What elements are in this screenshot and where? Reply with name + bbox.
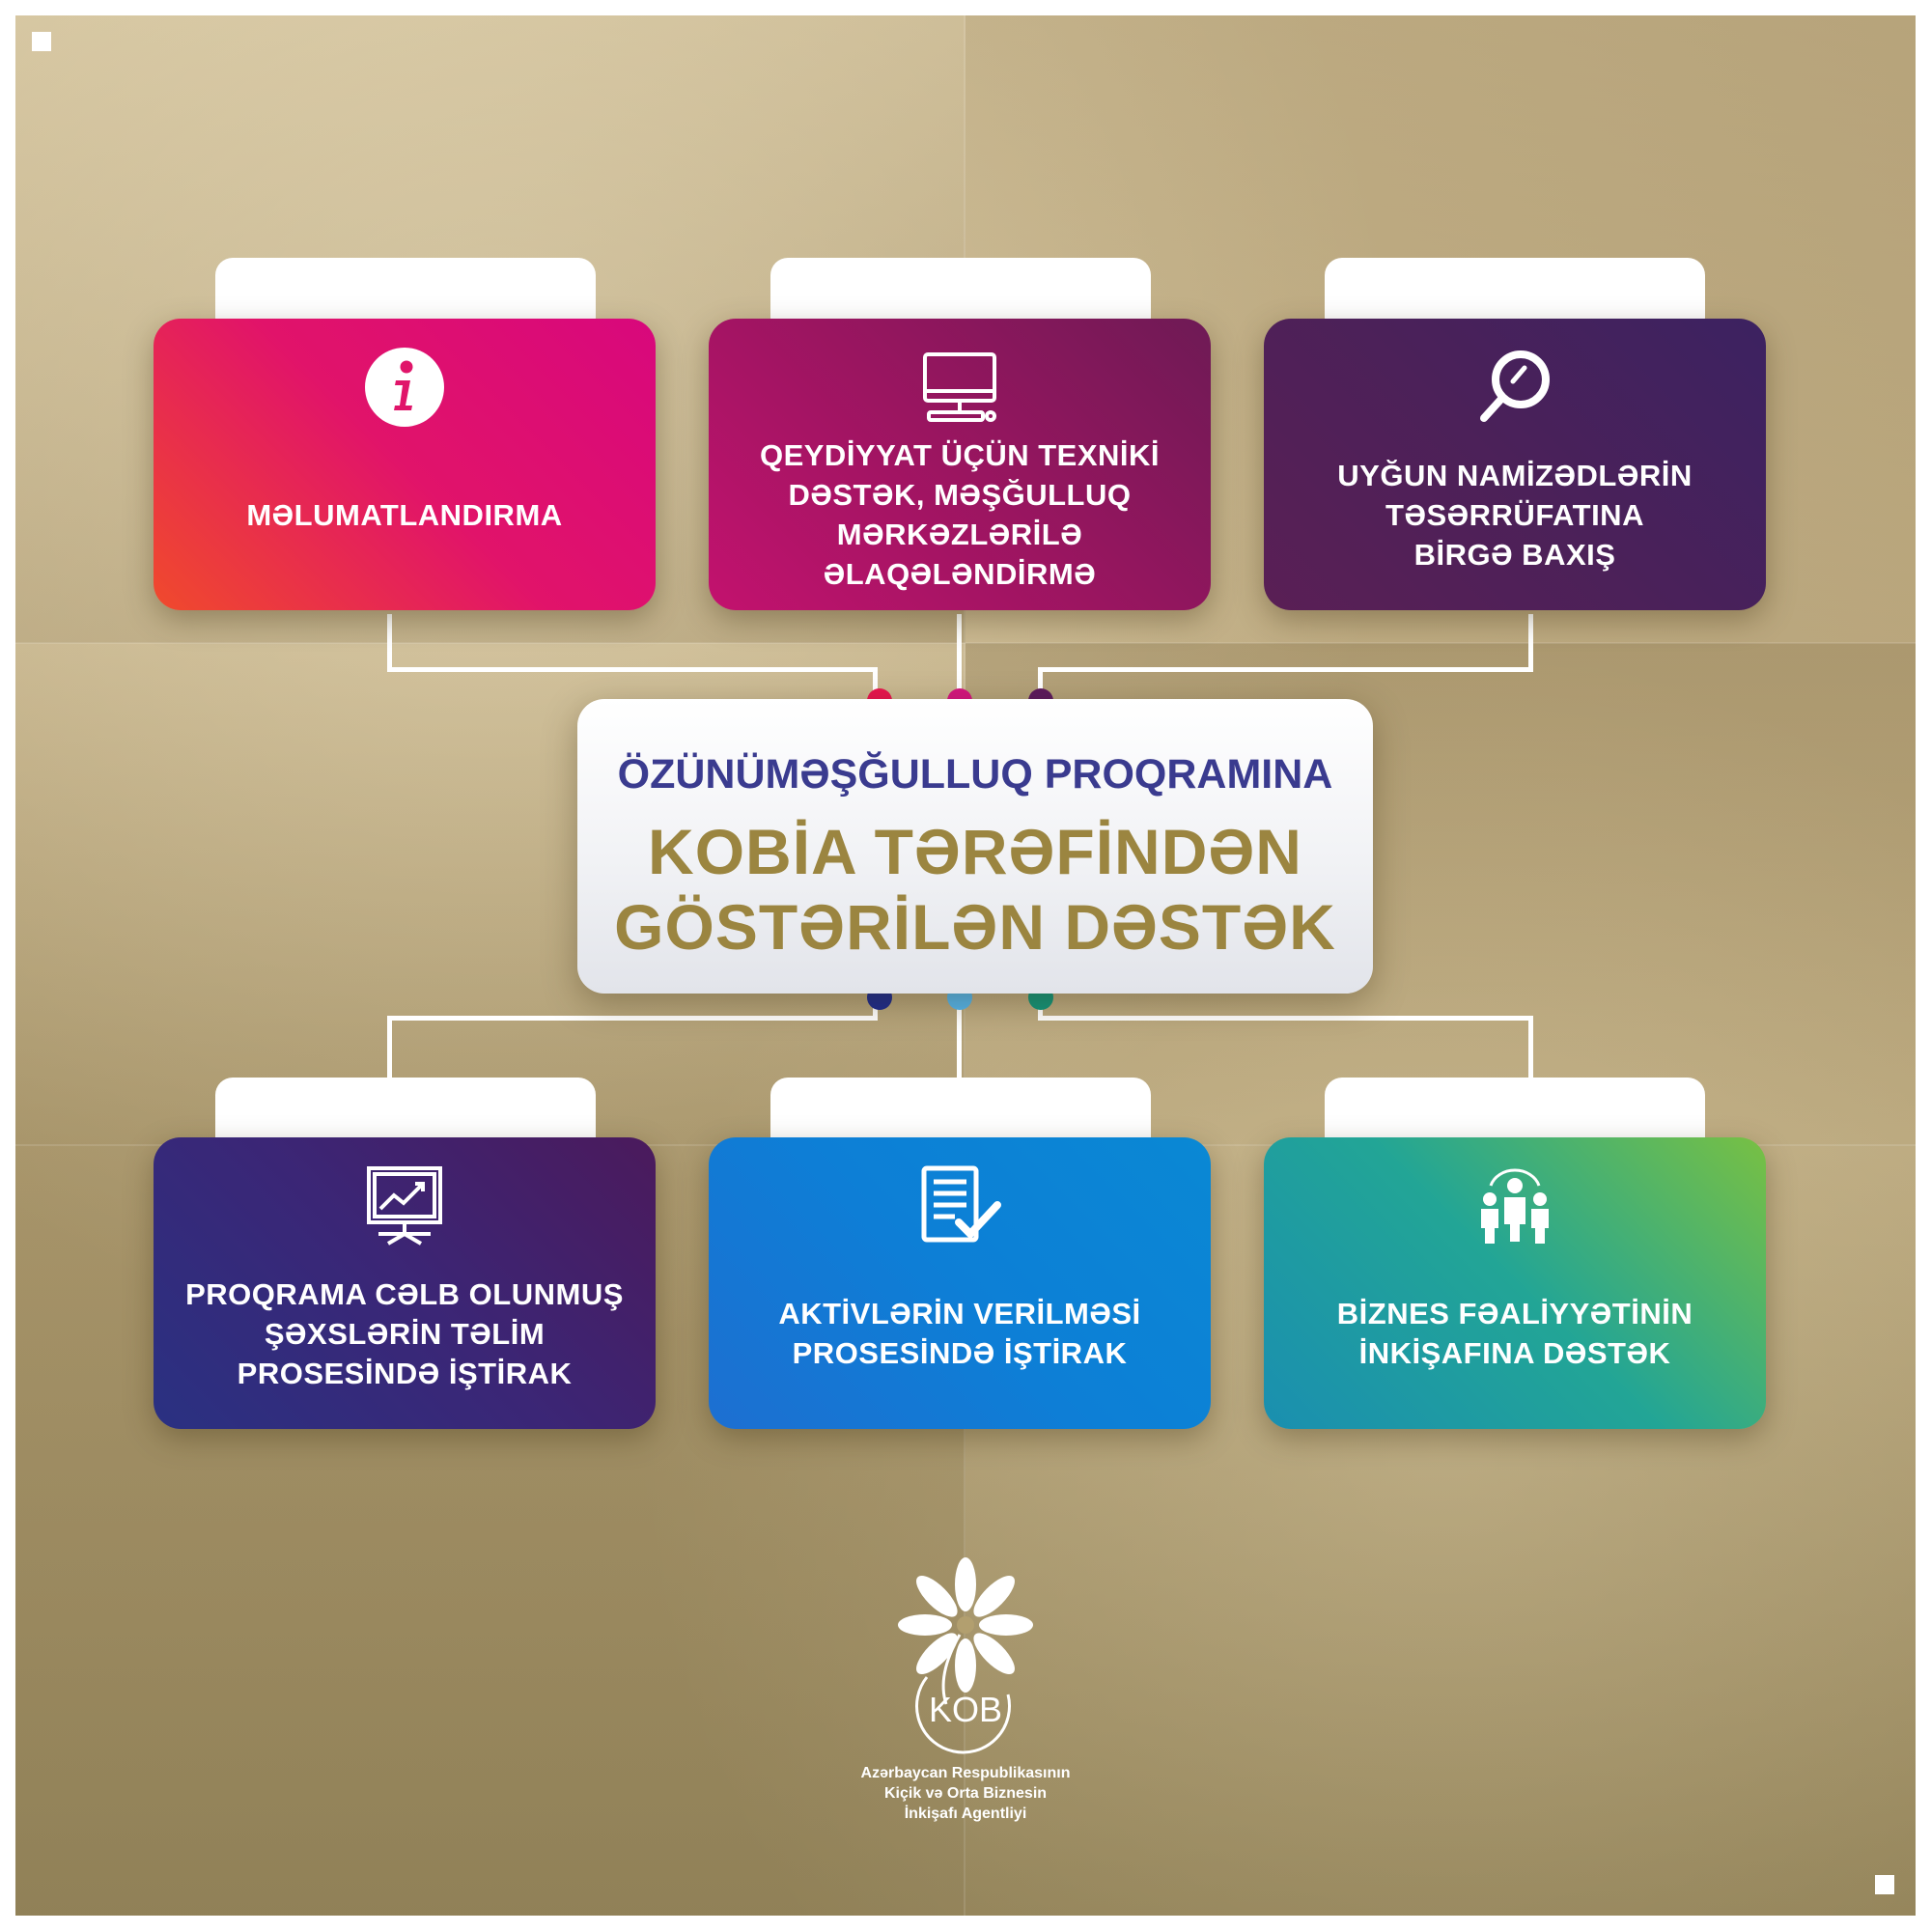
connector-line [957, 994, 962, 1085]
card-label: MƏLUMATLANDIRMA [246, 497, 563, 532]
card-label: QEYDİYYAT ÜÇÜN TEXNİKİ DƏSTƏK, MƏŞĞULLUQ… [759, 438, 1161, 591]
connector-line [1038, 667, 1043, 700]
connector-line [1528, 1016, 1533, 1085]
magnifier-icon [1264, 344, 1766, 431]
connector-line [1038, 1016, 1533, 1021]
card-asset-transfer: AKTİVLƏRİN VERİLMƏSİ PROSESİNDƏ İŞTİRAK [709, 1137, 1211, 1429]
team-icon [1264, 1162, 1766, 1249]
connector-line [873, 667, 878, 700]
agency-name-line: Kiçik və Orta Biznesin [883, 1785, 1048, 1802]
connector-line [387, 1016, 392, 1085]
computer-icon [709, 344, 1211, 431]
card-business-development: BİZNES FƏALİYYƏTİNİN İNKİŞAFINA DƏSTƏK [1264, 1137, 1766, 1429]
info-icon [154, 344, 656, 431]
card-informing: MƏLUMATLANDIRMA [154, 319, 656, 610]
title-line-3: GÖSTƏRİLƏN DƏSTƏK [614, 891, 1336, 963]
card-training: PROQRAMA CƏLB OLUNMUŞ ŞƏXSLƏRİN TƏLİM PR… [154, 1137, 656, 1429]
title-line-2: KOBİA TƏRƏFİNDƏN [648, 816, 1302, 887]
connector-line [1528, 614, 1533, 672]
card-label: BİZNES FƏALİYYƏTİNİN İNKİŞAFINA DƏSTƏK [1336, 1297, 1693, 1370]
logo-text: KOB [929, 1690, 1002, 1729]
card-technical-support: QEYDİYYAT ÜÇÜN TEXNİKİ DƏSTƏK, MƏŞĞULLUQ… [709, 319, 1211, 610]
document-check-icon [709, 1162, 1211, 1249]
card-label: PROQRAMA CƏLB OLUNMUŞ ŞƏXSLƏRİN TƏLİM PR… [185, 1276, 624, 1390]
connector-line [387, 1016, 878, 1021]
collage-divider [15, 642, 1916, 644]
card-label: AKTİVLƏRİN VERİLMƏSİ PROSESİNDƏ İŞTİRAK [778, 1297, 1141, 1370]
corner-marker [32, 32, 51, 51]
presentation-chart-icon [154, 1162, 656, 1249]
connector-line [957, 614, 962, 699]
agency-name-line: İnkişafı Agentliyi [904, 1806, 1027, 1822]
central-title-box: ÖZÜNÜMƏŞĞULLUQ PROQRAMINA KOBİA TƏRƏFİND… [577, 699, 1373, 994]
agency-name-line: Azərbaycan Respublikasının [860, 1765, 1071, 1781]
agency-name: Azərbaycan Respublikasının Kiçik və Orta… [753, 1763, 1178, 1824]
kob-flower-logo: KOB [898, 1557, 1033, 1754]
connector-line [387, 667, 878, 672]
connector-line [387, 614, 392, 672]
card-joint-review: UYĞUN NAMİZƏDLƏRİN TƏSƏRRÜFATINA BİRGƏ B… [1264, 319, 1766, 610]
title-line-1: ÖZÜNÜMƏŞĞULLUQ PROQRAMINA [617, 751, 1333, 798]
connector-line [1038, 667, 1533, 672]
card-label: UYĞUN NAMİZƏDLƏRİN TƏSƏRRÜFATINA BİRGƏ B… [1337, 458, 1693, 572]
corner-marker [1875, 1875, 1894, 1894]
